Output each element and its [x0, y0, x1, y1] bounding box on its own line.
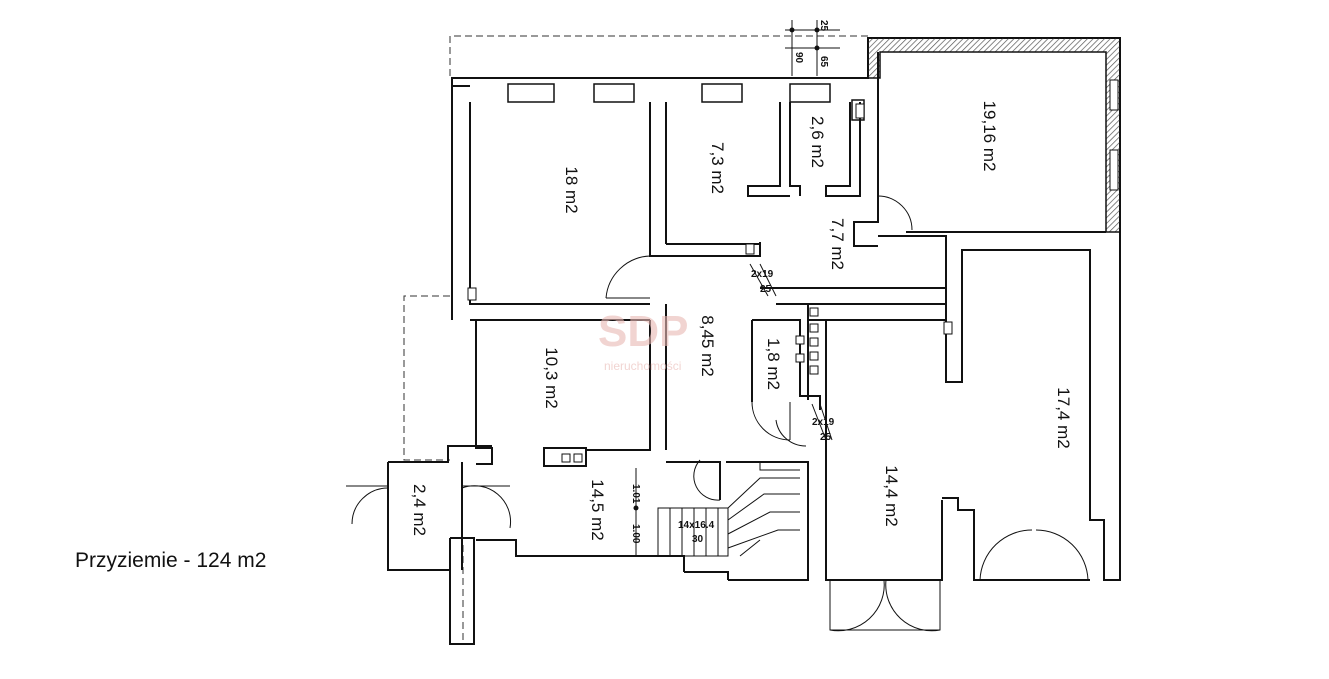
dimension-label-65: 65	[818, 56, 829, 68]
room-label-1-8: 1,8 m2	[764, 338, 783, 390]
outer-walls	[451, 37, 1121, 581]
dimension-labels: 25 90 65 1.01 1.00	[630, 20, 829, 544]
room-label-8-45: 8,45 m2	[698, 315, 717, 376]
watermark: SDP nieruchomości	[598, 307, 688, 373]
chimney-vents	[467, 103, 953, 463]
room-label-7-3: 7,3 m2	[708, 142, 727, 194]
stair-main-label-a: 14x16.4	[678, 520, 715, 531]
room-label-18: 18 m2	[562, 166, 581, 213]
stair-upper-label-b: 25	[760, 284, 772, 295]
dimension-label-90: 90	[793, 52, 804, 64]
room-label-2-6: 2,6 m2	[808, 116, 827, 168]
room-labels: 18 m2 7,3 m2 2,6 m2 19,16 m2 7,7 m2 10,3…	[410, 101, 1073, 541]
stair-dimension	[633, 468, 639, 556]
stair-labels: 2x19 25 2x19 25 14x16.4 30	[678, 269, 835, 545]
dimension-marks	[785, 20, 840, 76]
room-label-2-4: 2,4 m2	[410, 484, 429, 536]
room-label-17-4: 17,4 m2	[1054, 387, 1073, 448]
windows-top	[507, 83, 865, 121]
room-label-14-5: 14,5 m2	[588, 479, 607, 540]
room-label-7-7: 7,7 m2	[828, 218, 847, 270]
room-label-14-4: 14,4 m2	[882, 465, 901, 526]
dimension-label-1-01: 1.01	[630, 484, 641, 504]
room-label-19-16: 19,16 m2	[980, 101, 999, 172]
stair-main-label-b: 30	[692, 534, 704, 545]
staircase	[657, 263, 833, 557]
dimension-label-25: 25	[818, 20, 829, 32]
dimension-label-1-00: 1.00	[630, 524, 641, 544]
hatched-walls	[867, 37, 1121, 233]
doors	[346, 195, 1089, 632]
stair-lower-label-a: 2x19	[812, 417, 835, 428]
room-label-10-3: 10,3 m2	[542, 347, 561, 408]
interior-walls	[387, 52, 1106, 645]
watermark-sub: nieruchomości	[604, 359, 681, 373]
floor-caption: Przyziemie - 124 m2	[75, 549, 267, 572]
stair-lower-label-b: 25	[820, 432, 832, 443]
watermark-logo: SDP	[598, 307, 688, 356]
stair-upper-label-a: 2x19	[751, 269, 774, 280]
